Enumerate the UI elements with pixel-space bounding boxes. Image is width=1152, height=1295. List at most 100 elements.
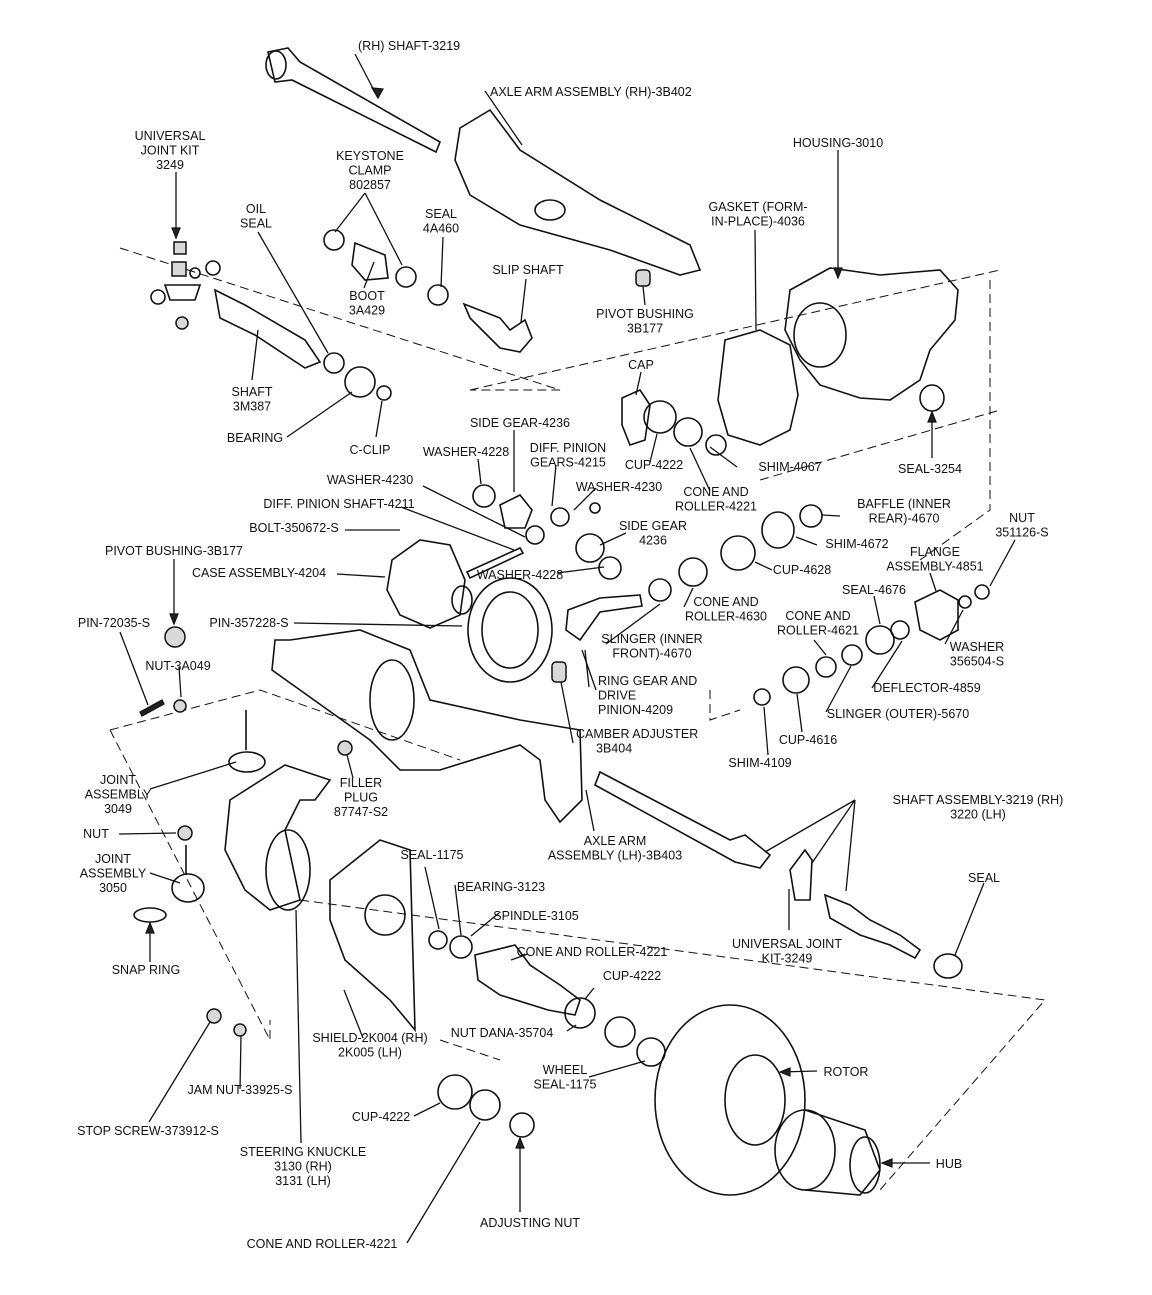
hub	[774, 1109, 881, 1196]
label-washer-4230-right: WASHER-4230	[576, 480, 662, 494]
label-housing: HOUSING-3010	[793, 136, 883, 150]
rh-shaft	[265, 47, 442, 154]
label-cup-4616: CUP-4616	[779, 733, 837, 747]
callout-labels: (RH) SHAFT-3219 AXLE ARM ASSEMBLY (RH)-3…	[77, 39, 1063, 1251]
upper-u-joint	[150, 241, 221, 330]
part-drawings	[133, 47, 990, 1196]
nut-3a049	[173, 699, 187, 713]
shim-4672	[761, 511, 795, 549]
cup-4616	[782, 666, 810, 694]
label-shim-4067: SHIM-4067	[758, 460, 821, 474]
bearing-3123	[449, 935, 473, 959]
label-bearing-3123: BEARING-3123	[457, 880, 545, 894]
baffle	[799, 504, 823, 528]
label-slinger-outer: SLINGER (OUTER)-5670	[827, 707, 969, 721]
slinger-inner	[648, 578, 672, 602]
label-jam-nut: JAM NUT-33925-S	[188, 1083, 293, 1097]
filler-plug	[337, 740, 353, 756]
nut-351126	[974, 584, 990, 600]
case-assembly	[386, 539, 473, 629]
spindle	[474, 944, 581, 1016]
pivot-bushing-upper	[635, 269, 651, 287]
washer-4230	[589, 502, 601, 514]
label-rh-shaft: (RH) SHAFT-3219	[358, 39, 460, 53]
label-side-gear-upper: SIDE GEAR-4236	[470, 416, 570, 430]
shield	[329, 839, 416, 1033]
label-seal-3254: SEAL-3254	[898, 462, 962, 476]
joint-assembly-3050	[171, 845, 205, 903]
deflector	[890, 620, 910, 640]
label-seal-right: SEAL	[968, 871, 1000, 885]
label-rotor: ROTOR	[824, 1065, 869, 1079]
label-cup-4628: CUP-4628	[773, 563, 831, 577]
snap-ring	[133, 907, 167, 923]
drive-pinion	[565, 594, 643, 642]
flange-assembly	[914, 589, 959, 641]
label-bearing: BEARING	[227, 431, 283, 445]
label-pin-72035: PIN-72035-S	[78, 616, 150, 630]
stop-screw	[206, 1008, 222, 1024]
label-pin-357228: PIN-357228-S	[209, 616, 288, 630]
label-axle-arm-rh: AXLE ARM ASSEMBLY (RH)-3B402	[490, 85, 692, 99]
shim-4109	[753, 688, 771, 706]
label-cone-roller-lower: CONE AND ROLLER-4221	[247, 1237, 398, 1251]
label-nut-3a049: NUT-3A049	[145, 659, 210, 673]
seal-right	[933, 953, 963, 979]
label-shield: SHIELD-2K004 (RH)2K005 (LH)	[312, 1031, 427, 1060]
label-seal-1175: SEAL-1175	[400, 848, 463, 862]
steering-knuckle	[224, 764, 332, 911]
label-pivot-bushing-lower: PIVOT BUSHING-3B177	[105, 544, 243, 558]
housing	[784, 267, 959, 401]
label-spindle: SPINDLE-3105	[493, 909, 579, 923]
washer-4228-upper	[472, 484, 496, 508]
label-case-assembly: CASE ASSEMBLY-4204	[192, 566, 326, 580]
label-washer-4230-left: WASHER-4230	[327, 473, 413, 487]
gasket	[717, 329, 799, 446]
arrowheads	[145, 87, 937, 1168]
label-seal-4676: SEAL-4676	[842, 583, 906, 597]
label-deflector: DEFLECTOR-4859	[873, 681, 980, 695]
ring-gear	[467, 577, 553, 683]
shaft-3m387	[213, 288, 392, 401]
diff-pinion-shaft	[465, 546, 525, 580]
washer-356504	[958, 595, 972, 609]
label-bolt: BOLT-350672-S	[249, 521, 338, 535]
jam-nut	[233, 1023, 247, 1037]
label-shim-4109: SHIM-4109	[728, 756, 791, 770]
label-nut: NUT	[83, 827, 109, 841]
slip-shaft	[462, 302, 533, 353]
side-gear-upper	[499, 493, 533, 529]
label-shim-4672: SHIM-4672	[825, 537, 888, 551]
cap	[621, 388, 651, 446]
label-shaft-assembly: SHAFT ASSEMBLY-3219 (RH)3220 (LH)	[893, 793, 1064, 822]
label-snap-ring: SNAP RING	[112, 963, 181, 977]
camber-adjuster	[551, 661, 567, 683]
joint-assembly-3049	[228, 710, 266, 773]
label-c-clip: C-CLIP	[350, 443, 391, 457]
seal-4676	[865, 625, 895, 655]
label-cone-roller-spindle: CONE AND ROLLER-4221	[517, 945, 668, 959]
cup-4222-lower	[437, 1074, 473, 1110]
lh-axle-arm	[271, 629, 583, 824]
seal-3254	[919, 384, 945, 412]
cone-roller-spindle	[564, 997, 596, 1029]
pinion-gear-b	[550, 507, 570, 527]
